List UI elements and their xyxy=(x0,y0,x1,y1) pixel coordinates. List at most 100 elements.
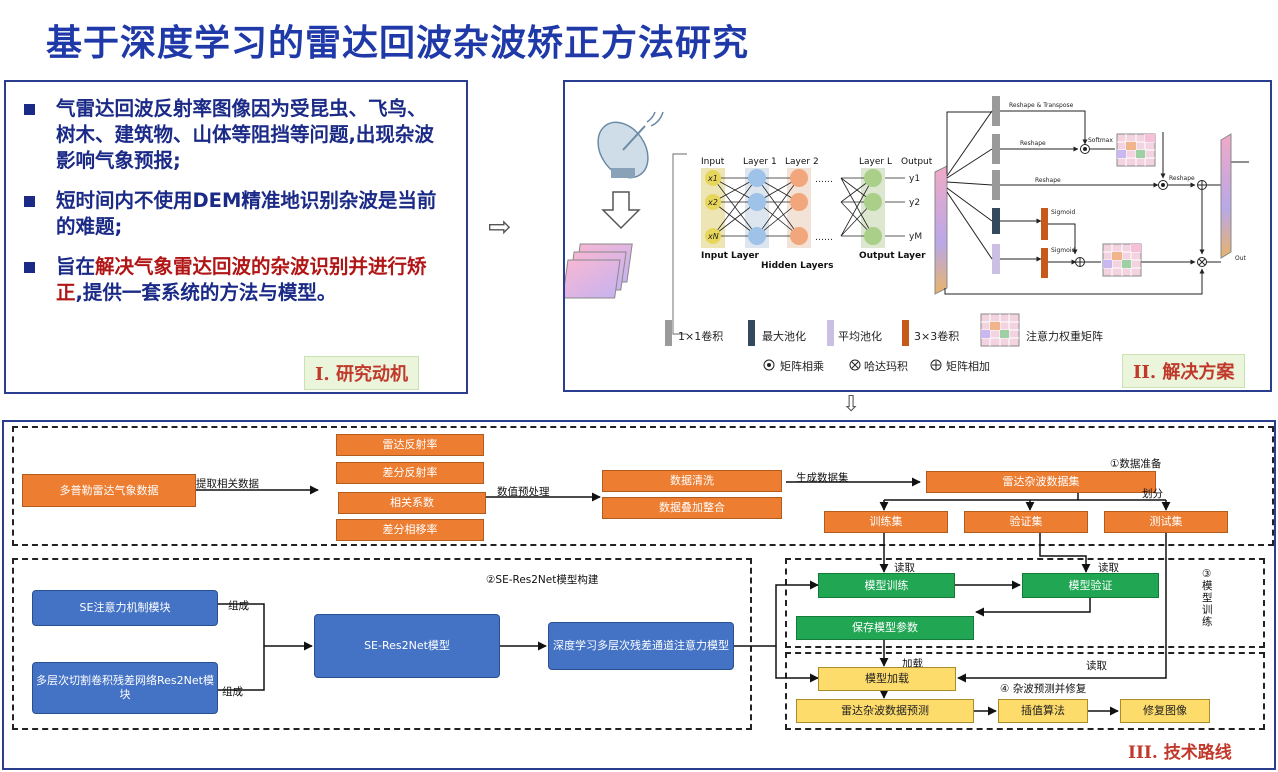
radar-dish-icon xyxy=(597,111,664,179)
extract-label: 提取相关数据 xyxy=(196,478,259,490)
motivation-tag: I. 研究动机 xyxy=(304,356,419,390)
radar-source-box: 多普勒雷达气象数据 xyxy=(22,474,196,507)
bullet-item: 短时间内不使用DEM精准地识别杂波是当前的难题; xyxy=(22,188,442,240)
legend-conv3: 3×3卷积 xyxy=(914,330,960,343)
nn-x-label: xN xyxy=(707,232,719,241)
attention-matrix-icon xyxy=(1102,243,1142,277)
neural-network-diagram: Input Layer 1 Layer 2 Layer L Output …… … xyxy=(701,157,933,271)
read-label: 读取 xyxy=(1098,562,1119,574)
bullet-text-post: ,提供一套系统的方法与模型。 xyxy=(75,281,337,304)
feature-box: 雷达反射率 xyxy=(336,434,484,456)
nn-hidden-layers-label: Hidden Layers xyxy=(761,261,833,271)
nn-output-label: Output xyxy=(901,157,933,167)
se-res2net-model-box: SE-Res2Net模型 xyxy=(314,614,500,678)
nn-input-label: Input xyxy=(701,157,725,167)
interp-box: 插值算法 xyxy=(998,699,1088,723)
compose-label: 组成 xyxy=(222,686,243,698)
generate-dataset-label: 生成数据集 xyxy=(796,472,849,484)
bullet-text-highlight: 解决气象雷达回波的杂波识别并进行矫正 xyxy=(56,255,427,304)
nn-y-label: y1 xyxy=(909,174,920,184)
nn-y-label: y2 xyxy=(909,198,920,208)
add-icon xyxy=(932,361,940,369)
arrow-down-icon: ⇩ xyxy=(842,392,861,417)
motivation-panel xyxy=(4,80,468,394)
model-validate-box: 模型验证 xyxy=(1022,573,1159,598)
attention-module-diagram xyxy=(934,96,1249,295)
square-bullet-icon xyxy=(24,196,35,207)
reshape-label: Reshape xyxy=(1020,140,1046,147)
square-bullet-icon xyxy=(24,104,35,115)
sigmoid-label: Sigmoid xyxy=(1051,247,1075,254)
legend-avgpool: 平均池化 xyxy=(838,330,882,343)
out-label: Out xyxy=(1235,255,1247,262)
legend-matmul: 矩阵相乘 xyxy=(780,360,824,373)
feature-box: 差分相移率 xyxy=(336,519,484,541)
test-set-box: 测试集 xyxy=(1104,511,1228,533)
val-set-box: 验证集 xyxy=(964,511,1088,533)
nn-input-layer-label: Input Layer xyxy=(701,251,760,261)
compose-label: 组成 xyxy=(228,600,249,612)
hadamard-icon xyxy=(851,361,859,369)
attention-matrix-icon xyxy=(1116,133,1156,167)
model-train-box: 模型训练 xyxy=(818,573,955,598)
data-prep-section xyxy=(12,426,1274,546)
svg-text:……: …… xyxy=(815,233,833,243)
bullet-text: 短时间内不使用DEM精准地识别杂波是当前的难题; xyxy=(56,189,437,238)
predict-section xyxy=(785,652,1265,730)
solution-figure: Input Layer 1 Layer 2 Layer L Output …… … xyxy=(565,96,1249,371)
read-label: 读取 xyxy=(894,562,915,574)
reshape-label: Reshape xyxy=(1169,175,1195,182)
repair-box: 修复图像 xyxy=(1120,699,1210,723)
nn-layerL-label: Layer L xyxy=(859,157,892,167)
conv3-legend-swatch xyxy=(902,320,909,346)
solution-panel xyxy=(563,80,1272,392)
page-title: 基于深度学习的雷达回波杂波矫正方法研究 xyxy=(46,23,750,64)
attention-matrix-icon xyxy=(980,313,1020,347)
train-set-box: 训练集 xyxy=(824,511,948,533)
reshape-transpose-label: Reshape & Transpose xyxy=(1009,102,1074,109)
read-label: 读取 xyxy=(1086,660,1107,672)
solution-tag: II. 解决方案 xyxy=(1122,354,1246,388)
arrow-down-icon xyxy=(601,191,641,230)
clean-box: 数据清洗 xyxy=(602,470,782,492)
bullet-text: 气雷达回波反射率图像因为受昆虫、飞鸟、树木、建筑物、山体等阻挡等问题,出现杂波影… xyxy=(56,97,434,172)
nn-y-label: yM xyxy=(909,232,922,242)
arrow-right-icon: ⇨ xyxy=(488,210,512,243)
feature-box: 差分反射率 xyxy=(336,462,484,484)
se-module-box: SE注意力机制模块 xyxy=(32,590,218,626)
nn-output-layer-label: Output Layer xyxy=(859,251,926,261)
model-train-label: ③模型训练 xyxy=(1202,568,1213,628)
bullet-item: 气雷达回波反射率图像因为受昆虫、飞鸟、树木、建筑物、山体等阻挡等问题,出现杂波影… xyxy=(22,96,442,174)
save-params-box: 保存模型参数 xyxy=(796,616,974,640)
bullet-text-pre: 旨在 xyxy=(56,255,96,278)
bullet-item: 旨在解决气象雷达回波的杂波识别并进行矫正,提供一套系统的方法与模型。 xyxy=(22,254,442,306)
preprocess-label: 数值预处理 xyxy=(497,486,550,498)
maxpool-legend-swatch xyxy=(748,320,755,346)
sigmoid-label: Sigmoid xyxy=(1051,209,1075,216)
clutter-predict-box: 雷达杂波数据预测 xyxy=(796,699,974,723)
legend-attn: 注意力权重矩阵 xyxy=(1026,330,1103,343)
legend-conv1: 1×1卷积 xyxy=(678,330,724,343)
legend-add: 矩阵相加 xyxy=(946,360,990,373)
data-prep-label: ①数据准备 xyxy=(1110,458,1162,470)
nn-layer1-label: Layer 1 xyxy=(743,157,777,167)
split-label: 划分 xyxy=(1142,488,1163,500)
model-build-section xyxy=(12,558,752,730)
model-train-section xyxy=(785,558,1265,648)
nn-layer2-label: Layer 2 xyxy=(785,157,819,167)
avgpool-legend-swatch xyxy=(827,320,834,346)
square-bullet-icon xyxy=(24,262,35,273)
reshape-label: Reshape xyxy=(1035,177,1061,184)
svg-text:……: …… xyxy=(815,175,833,185)
res2net-module-box: 多层次切割卷积残差网络Res2Net模块 xyxy=(32,662,218,714)
model-build-label: ②SE-Res2Net模型构建 xyxy=(486,574,599,586)
nn-x-label: x2 xyxy=(707,198,718,207)
model-load-box: 模型加载 xyxy=(818,667,956,691)
legend-maxpool: 最大池化 xyxy=(762,330,806,343)
motivation-bullets: 气雷达回波反射率图像因为受昆虫、飞鸟、树木、建筑物、山体等阻挡等问题,出现杂波影… xyxy=(22,96,442,320)
route-tag: III. 技术路线 xyxy=(1128,743,1232,763)
legend-hadamard: 哈达玛积 xyxy=(864,360,908,373)
deep-model-box: 深度学习多层次残差通道注意力模型 xyxy=(548,622,734,670)
conv1-legend-swatch xyxy=(665,320,672,346)
